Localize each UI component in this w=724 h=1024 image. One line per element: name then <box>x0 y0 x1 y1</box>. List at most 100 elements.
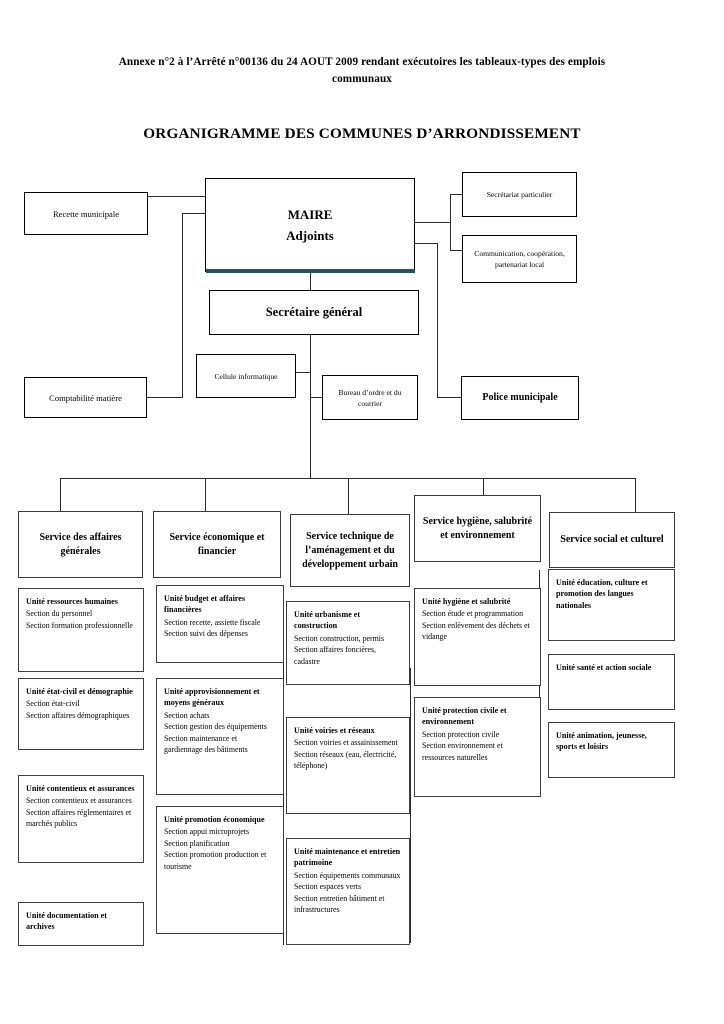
unit-line: Section promotion production et tourisme <box>164 850 267 871</box>
unit-title: Unité contentieux et assurances <box>26 784 135 793</box>
box-label: Secrétariat particulier <box>486 190 553 199</box>
box-label: Bureau d’ordre et du courrier <box>338 387 402 408</box>
unit-line: Section suivi des dépenses <box>164 629 248 639</box>
box-service-5[interactable]: Service social et culturel <box>549 512 675 568</box>
unit-title: Unité hygiène et salubrité <box>422 597 511 606</box>
unit-sante-action-sociale[interactable]: Unité santé et action sociale <box>548 654 675 710</box>
box-recette-municipale[interactable]: Recette municipale <box>24 192 148 235</box>
unit-documentation-archives[interactable]: Unité documentation et archives <box>18 902 144 946</box>
unit-animation-jeunesse-sports-loisirs[interactable]: Unité animation, jeunesse, sports et loi… <box>548 722 675 778</box>
unit-title: Unité urbanisme et construction <box>294 610 361 631</box>
unit-title: Unité état-civil et démographie <box>26 687 133 696</box>
box-maire[interactable]: MAIRE Adjoints <box>205 178 415 272</box>
unit-line: Section achats <box>164 710 210 720</box>
box-label: Communication, coopération, partenariat … <box>474 249 565 269</box>
box-label: Secrétaire général <box>265 305 363 319</box>
box-service-4[interactable]: Service hygiène, salubrité et environnem… <box>414 495 541 562</box>
box-service-2[interactable]: Service économique et financier <box>153 511 281 578</box>
unit-line: Section étude et programmation <box>422 609 524 619</box>
box-label: Service social et culturel <box>560 534 664 545</box>
connector-comptabilite-maire <box>147 397 183 398</box>
box-label: Cellule informatique <box>214 371 278 381</box>
box-label: Service technique de l’aménagement et du… <box>302 530 398 570</box>
unit-line: Section environnement et ressources natu… <box>422 741 503 762</box>
unit-line: Section planification <box>164 838 230 848</box>
unit-education-culture-langues[interactable]: Unité éducation, culture et promotion de… <box>548 569 675 641</box>
box-label: Service économique et financier <box>169 531 265 557</box>
box-bureau-ordre[interactable]: Bureau d’ordre et du courrier <box>322 375 418 420</box>
adjoints-title: Adjoints <box>286 228 334 243</box>
unit-line: Section maintenance et gardiennage des b… <box>164 733 248 755</box>
box-comptabilite-matiere[interactable]: Comptabilité matière <box>24 377 147 418</box>
unit-protection-civile-environnement[interactable]: Unité protection civile et environnement… <box>414 697 541 797</box>
unit-line: Section gestion des équipements <box>164 722 267 732</box>
unit-title: Unité ressources humaines <box>26 597 118 606</box>
connector-police-vertical <box>437 243 438 397</box>
box-secretaire-general[interactable]: Secrétaire général <box>209 290 419 335</box>
unit-title: Unité voiries et réseaux <box>294 726 375 735</box>
unit-urbanisme-construction[interactable]: Unité urbanisme et construction Section … <box>286 601 410 685</box>
unit-hygiene-salubrite[interactable]: Unité hygiène et salubrité Section étude… <box>414 588 541 686</box>
unit-budget-affaires-financieres[interactable]: Unité budget et affaires financières Sec… <box>156 585 284 663</box>
unit-line: Section affaires réglementaires et march… <box>26 807 132 829</box>
unit-line: Section protection civile <box>422 729 500 739</box>
box-police-municipale[interactable]: Police municipale <box>461 376 579 420</box>
unit-voiries-reseaux[interactable]: Unité voiries et réseaux Section voiries… <box>286 717 410 814</box>
connector-right-bus-vertical <box>450 194 451 250</box>
connector-maire-right-1 <box>415 222 450 223</box>
box-communication[interactable]: Communication, coopération, partenariat … <box>462 235 577 283</box>
unit-etat-civil-demographie[interactable]: Unité état-civil et démographie Section … <box>18 678 144 750</box>
unit-ressources-humaines[interactable]: Unité ressources humaines Section du per… <box>18 588 144 672</box>
connector-drop-service-1 <box>60 478 61 511</box>
connector-police-municipale <box>437 397 461 398</box>
unit-contentieux-assurances[interactable]: Unité contentieux et assurances Section … <box>18 775 144 863</box>
maire-title: MAIRE <box>287 207 333 222</box>
unit-maintenance-entretien-patrimoine[interactable]: Unité maintenance et entretien patrimoin… <box>286 838 410 945</box>
page-title: ORGANIGRAMME DES COMMUNES D’ARRONDISSEME… <box>143 125 581 142</box>
connector-col4-right-spine <box>410 668 411 943</box>
box-service-3[interactable]: Service technique de l’aménagement et du… <box>290 514 410 587</box>
box-cellule-informatique[interactable]: Cellule informatique <box>196 354 296 398</box>
connector-drop-service-3 <box>348 478 349 514</box>
connector-comptabilite-vertical <box>182 213 183 397</box>
unit-line: Section voiries et assainissement <box>294 738 398 748</box>
unit-title: Unité budget et affaires financières <box>164 594 246 615</box>
unit-line: Section état-civil <box>26 699 80 709</box>
unit-title: Unité éducation, culture et promotion de… <box>556 578 648 610</box>
unit-line: Section équipements communaux <box>294 870 401 880</box>
connector-drop-service-2 <box>205 478 206 511</box>
connector-maire-sg <box>310 272 311 290</box>
unit-line: Section espaces verts <box>294 882 362 892</box>
unit-line: Section affaires démographiques <box>26 710 130 720</box>
unit-line: Section du personnel <box>26 609 93 619</box>
unit-title: Unité promotion économique <box>164 815 265 824</box>
unit-promotion-economique[interactable]: Unité promotion économique Section appui… <box>156 806 284 934</box>
unit-approvisionnement-moyens-generaux[interactable]: Unité approvisionnement et moyens généra… <box>156 678 284 795</box>
connector-service-bus <box>60 478 635 479</box>
unit-line: Section entretien bâtiment et infrastruc… <box>294 893 385 915</box>
connector-maire-left-stub <box>182 213 205 214</box>
box-label: Police municipale <box>482 392 558 403</box>
unit-title: Unité protection civile et environnement <box>422 706 507 727</box>
box-label: Service des affaires générales <box>39 531 122 557</box>
connector-drop-service-5 <box>635 478 636 512</box>
unit-line: Section construction, permis <box>294 633 385 643</box>
annex-title: Annexe n°2 à l’Arrêté n°00136 du 24 AOUT… <box>118 56 606 85</box>
connector-bureau-ordre <box>310 397 322 398</box>
box-label: Service hygiène, salubrité et environnem… <box>422 515 533 541</box>
connector-communication <box>450 250 462 251</box>
box-secretariat-particulier[interactable]: Secrétariat particulier <box>462 172 577 217</box>
unit-line: Section affaires foncières, cadastre <box>294 645 377 666</box>
connector-recette-maire <box>147 196 205 197</box>
unit-line: Section réseaux (eau, électricité, télép… <box>294 749 397 771</box>
box-label: Comptabilité matière <box>49 392 122 403</box>
unit-title: Unité santé et action sociale <box>556 663 652 672</box>
connector-drop-service-4 <box>483 478 484 495</box>
unit-title: Unité maintenance et entretien patrimoin… <box>294 847 401 868</box>
connector-sg-spine <box>310 335 311 478</box>
unit-line: Section enlèvement des déchets et vidang… <box>422 620 530 642</box>
unit-title: Unité approvisionnement et moyens généra… <box>164 687 260 708</box>
box-service-1[interactable]: Service des affaires générales <box>18 511 143 578</box>
connector-secretariat-particulier <box>450 194 462 195</box>
